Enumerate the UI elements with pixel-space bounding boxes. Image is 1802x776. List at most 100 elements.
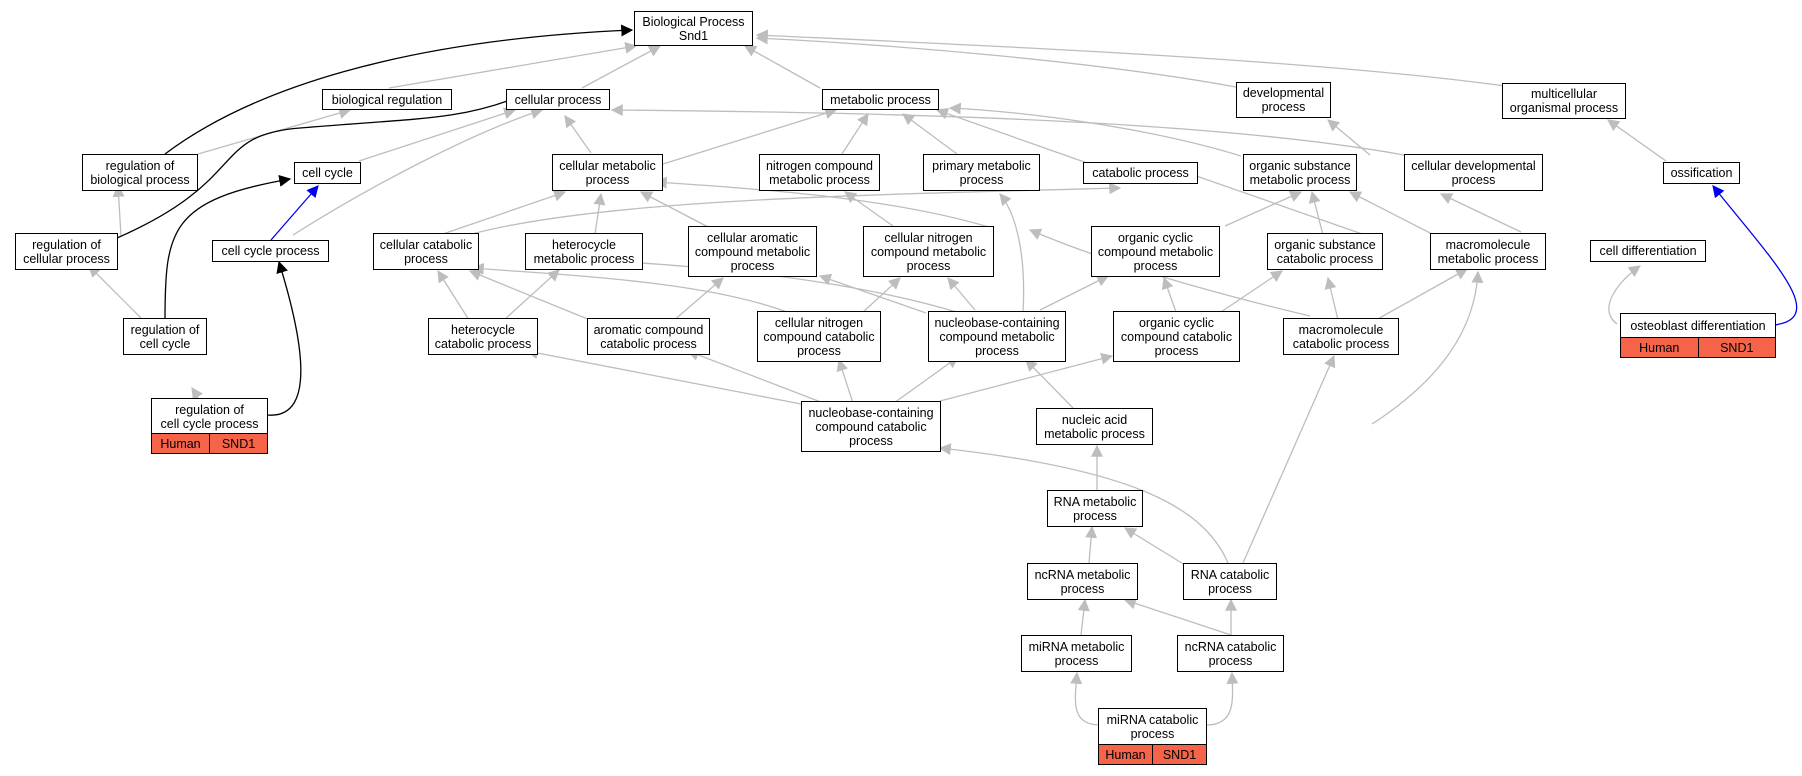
annotation-row: Human SND1 xyxy=(1098,744,1207,765)
edge xyxy=(1077,598,1090,636)
go-term-node[interactable]: nucleobase-containing compound metabolic… xyxy=(928,311,1066,362)
go-term-node[interactable]: cellular metabolic process xyxy=(552,154,663,191)
go-term-node[interactable]: macromolecule metabolic process xyxy=(1430,233,1546,270)
go-term-node[interactable]: biological regulation xyxy=(322,89,452,110)
go-term-node[interactable]: heterocycle catabolic process xyxy=(428,318,538,355)
go-term-node[interactable]: organic substance catabolic process xyxy=(1267,233,1383,270)
go-term-node[interactable]: miRNA metabolic process xyxy=(1021,635,1132,672)
edge xyxy=(836,358,854,404)
edge xyxy=(1327,119,1371,156)
go-term-node[interactable]: primary metabolic process xyxy=(923,154,1040,191)
edge xyxy=(1371,270,1484,425)
edge xyxy=(1224,190,1303,227)
edge xyxy=(1220,270,1283,313)
edge xyxy=(437,269,470,321)
go-term-node[interactable]: cellular developmental process xyxy=(1404,154,1543,191)
edge xyxy=(610,104,1405,156)
edge xyxy=(1123,597,1232,636)
go-term-node[interactable]: organic substance metabolic process xyxy=(1243,154,1357,191)
edge xyxy=(1070,671,1101,726)
edge xyxy=(266,260,302,416)
go-term-node[interactable]: Biological Process Snd1 xyxy=(634,11,753,46)
go-term-node[interactable]: macromolecule catabolic process xyxy=(1283,318,1399,355)
go-term-node[interactable]: cell cycle process xyxy=(212,240,329,262)
edge xyxy=(1205,671,1239,726)
edge xyxy=(686,349,827,405)
go-term-node[interactable]: regulation of cellular process xyxy=(15,233,118,270)
go-term-node[interactable]: cellular nitrogen compound catabolic pro… xyxy=(757,311,881,362)
edge xyxy=(818,273,927,314)
edge xyxy=(112,184,125,237)
edge xyxy=(1085,525,1098,564)
edge xyxy=(471,262,788,313)
edge xyxy=(1308,190,1324,236)
go-term-node[interactable]: nucleic acid metabolic process xyxy=(1036,408,1153,445)
edge xyxy=(939,352,1114,402)
edge xyxy=(1348,191,1435,236)
species-tag: Human xyxy=(160,436,201,451)
go-term-node[interactable]: miRNA catabolic process xyxy=(1098,708,1207,745)
go-term-node[interactable]: heterocycle metabolic process xyxy=(525,233,643,270)
go-term-node[interactable]: cellular aromatic compound metabolic pro… xyxy=(688,226,817,277)
edge xyxy=(88,265,144,321)
edge xyxy=(639,191,711,229)
go-term-node[interactable]: nitrogen compound metabolic process xyxy=(759,154,880,191)
gene-tag: SND1 xyxy=(209,434,267,453)
go-term-node[interactable]: organic cyclic compound catabolic proces… xyxy=(1113,311,1240,362)
species-tag: Human xyxy=(1639,340,1680,355)
edge xyxy=(844,191,894,227)
go-term-node[interactable]: ncRNA metabolic process xyxy=(1027,563,1138,600)
edge xyxy=(593,192,606,235)
go-term-node[interactable]: ossification xyxy=(1663,162,1740,184)
go-term-node[interactable]: metabolic process xyxy=(822,89,939,110)
go-term-node[interactable]: organic cyclic compound metabolic proces… xyxy=(1091,226,1220,277)
edge xyxy=(1607,119,1667,162)
edge xyxy=(468,269,591,321)
go-term-node[interactable]: ncRNA catabolic process xyxy=(1177,635,1284,672)
go-term-node[interactable]: regulation of cell cycle xyxy=(123,318,207,355)
edge xyxy=(654,176,993,229)
edge xyxy=(564,115,592,154)
edge xyxy=(624,256,961,314)
edge xyxy=(1123,527,1186,566)
go-term-node[interactable]: cellular catabolic process xyxy=(373,233,479,270)
edge xyxy=(755,32,1237,88)
edge xyxy=(525,347,802,405)
go-term-node[interactable]: RNA metabolic process xyxy=(1047,490,1143,527)
edge xyxy=(902,113,958,155)
edge xyxy=(671,277,724,323)
edge xyxy=(1039,275,1110,311)
go-term-node[interactable]: cellular nitrogen compound metabolic pro… xyxy=(863,226,994,277)
species-tag: Human xyxy=(1105,747,1146,762)
edge xyxy=(1161,276,1177,313)
gene-tag: SND1 xyxy=(1152,745,1206,764)
go-term-node[interactable]: regulation of cell cycle process xyxy=(151,398,268,434)
go-term-node[interactable]: nucleobase-containing compound catabolic… xyxy=(801,401,941,452)
go-term-node[interactable]: developmental process xyxy=(1236,82,1331,118)
edge xyxy=(581,45,662,89)
go-term-node[interactable]: multicellular organismal process xyxy=(1502,83,1626,119)
edge xyxy=(755,29,1506,87)
go-term-node[interactable]: aromatic compound catabolic process xyxy=(587,318,710,355)
go-term-node[interactable]: RNA catabolic process xyxy=(1183,563,1277,600)
edge xyxy=(1025,359,1074,409)
go-term-node[interactable]: cell differentiation xyxy=(1590,240,1706,262)
edge xyxy=(743,45,821,89)
edge xyxy=(292,107,544,236)
annotation-row: Human SND1 xyxy=(1620,337,1776,358)
go-term-node[interactable]: regulation of biological process xyxy=(82,154,198,191)
edge xyxy=(839,112,869,158)
edge xyxy=(1324,276,1339,321)
go-term-node[interactable]: catabolic process xyxy=(1083,162,1198,184)
gene-tag: SND1 xyxy=(1697,338,1776,357)
edge xyxy=(270,185,319,241)
go-term-node[interactable]: cell cycle xyxy=(294,162,361,184)
edge xyxy=(948,102,1242,157)
go-term-node[interactable]: cellular process xyxy=(506,89,610,110)
edge xyxy=(893,356,959,404)
edge xyxy=(935,107,1091,165)
go-term-node[interactable]: osteoblast differentiation xyxy=(1620,313,1776,338)
edge xyxy=(442,189,567,235)
